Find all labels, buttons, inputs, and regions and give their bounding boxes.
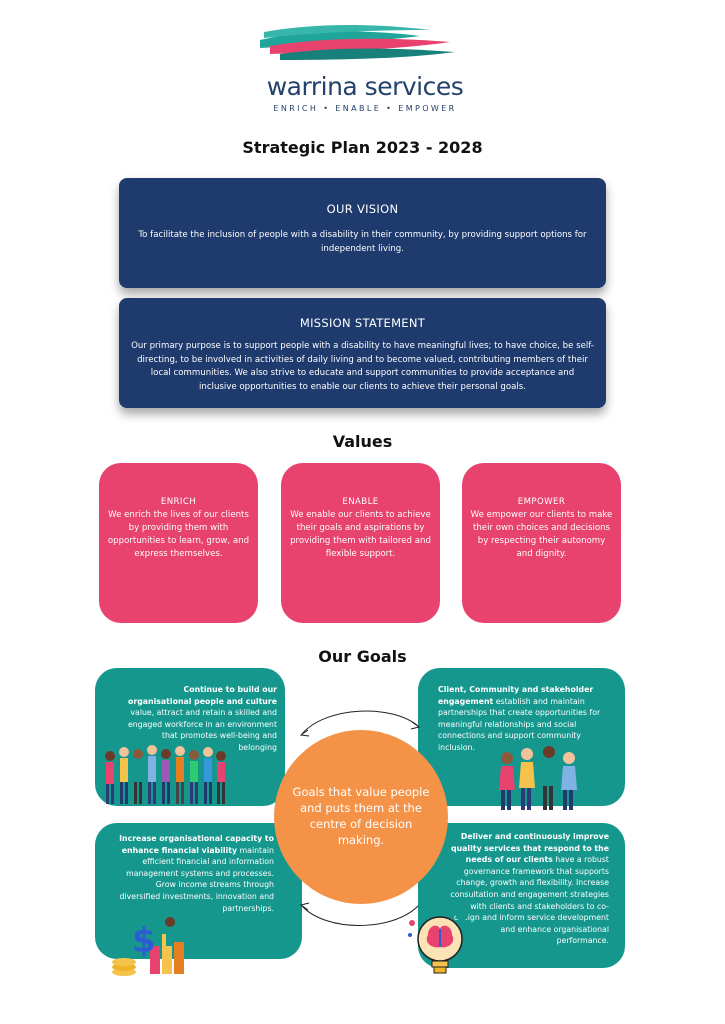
logo-name: warrina services [266,72,464,101]
goals-center-circle: Goals that value people and puts them at… [274,730,448,904]
value-text: We enrich the lives of our clients by pr… [107,510,250,559]
logo: warrina services ENRICH • ENABLE • EMPOW… [250,18,480,118]
goals-title: Our Goals [318,647,407,666]
value-text: We empower our clients to make their own… [470,510,613,559]
logo-tagline: ENRICH • ENABLE • EMPOWER [273,104,457,113]
goal-card-financial: Increase organisational capacity to enha… [95,823,302,959]
curved-arrow-top-icon [299,710,421,737]
value-text: We enable our clients to achieve their g… [290,510,431,559]
goal-heading: Continue to build our organisational peo… [128,685,277,706]
finance-illustration: $ [112,917,184,976]
goal-text: have a robust governance framework that … [450,855,609,946]
vision-box: OUR VISION To facilitate the inclusion o… [119,178,606,288]
value-card-empower: EMPOWER We empower our clients to make t… [462,463,621,623]
logo-waves-icon [260,25,455,60]
goal-heading: Deliver and continuously improve quality… [451,832,609,865]
goal-heading: Client, Community and stakeholder engage… [438,685,594,706]
group-people-illustration [105,745,226,804]
curved-arrow-bottom-icon [299,902,419,926]
brain-lightbulb-illustration [408,909,468,974]
value-card-enable: ENABLE We enable our clients to achieve … [281,463,440,623]
value-heading: ENRICH [160,497,197,507]
value-heading: EMPOWER [517,497,566,507]
goal-text: value, attract and retain a skilled and … [127,708,277,752]
values-title: Values [332,432,393,451]
mission-text: Our primary purpose is to support people… [131,341,594,392]
plan-title: Strategic Plan 2023 - 2028 [242,138,483,157]
vision-heading: OUR VISION [326,202,399,216]
vision-text: To facilitate the inclusion of people wi… [138,230,587,254]
svg-text:$: $ [132,921,156,961]
goal-text: maintain efficient financial and informa… [119,845,274,913]
value-heading: ENABLE [342,497,379,507]
mission-box: MISSION STATEMENT Our primary purpose is… [119,298,606,408]
goal-heading: Increase organisational capacity to enha… [119,834,274,855]
goal-text: establish and maintain partnerships that… [438,696,601,752]
friends-illustration [499,746,577,810]
value-card-enrich: ENRICH We enrich the lives of our client… [99,463,258,623]
mission-heading: MISSION STATEMENT [299,316,426,330]
